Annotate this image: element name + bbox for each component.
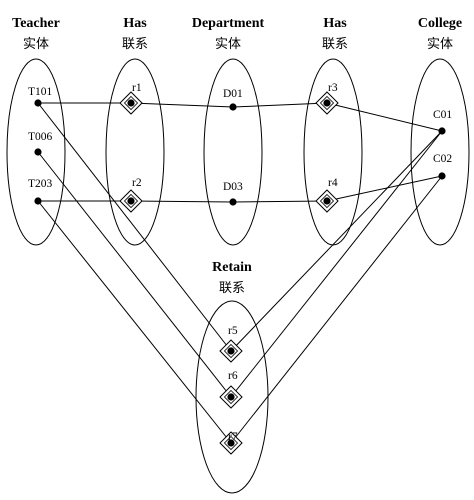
- edges: [37, 102, 443, 444]
- node-r7: r7: [219, 431, 243, 455]
- node-label: D03: [223, 181, 243, 193]
- header-retain: Retain 联系: [212, 260, 252, 296]
- node-label: r6: [228, 370, 238, 382]
- header-title: Has: [323, 16, 347, 31]
- edge-r5-c01: [230, 130, 443, 352]
- node-r1: r1: [119, 82, 143, 115]
- header-title: Teacher: [12, 16, 60, 31]
- header-title: Has: [123, 16, 147, 31]
- header-title: College: [418, 16, 462, 31]
- header-department: Department 实体: [192, 16, 265, 52]
- node-label: r5: [228, 325, 238, 337]
- node-dot: [229, 198, 237, 206]
- node-label: C01: [433, 109, 452, 121]
- node-dot: [227, 347, 235, 355]
- node-t006: T006: [28, 131, 53, 156]
- diamond-inner-marker: [123, 193, 139, 209]
- header-subtitle: 联系: [122, 37, 148, 52]
- header-title: Department: [192, 16, 265, 31]
- diamond-inner-marker: [223, 435, 239, 451]
- node-label: r4: [328, 177, 338, 189]
- has-1-set-ellipse: [105, 58, 165, 246]
- header-subtitle: 联系: [219, 281, 245, 296]
- header-has-1: Has 联系: [122, 16, 148, 52]
- header-teacher: Teacher 实体: [12, 16, 60, 52]
- header-subtitle: 实体: [427, 37, 453, 52]
- header-subtitle: 实体: [23, 37, 49, 52]
- node-t101: T101: [28, 86, 53, 107]
- node-label: r7: [228, 431, 238, 443]
- edge-t006-r6: [37, 151, 232, 398]
- edge-r7-c02: [230, 175, 443, 444]
- node-label: r3: [328, 82, 338, 94]
- edge-r6-c01: [230, 130, 443, 398]
- node-dot: [229, 103, 237, 111]
- node-label: T203: [28, 178, 53, 190]
- node-dot: [323, 99, 331, 107]
- node-label: r1: [132, 82, 142, 94]
- node-r3: r3: [315, 82, 339, 115]
- node-r6: r6: [219, 370, 243, 409]
- diamond-inner-marker: [123, 95, 139, 111]
- node-dot: [34, 99, 42, 107]
- diamond-inner-marker: [223, 389, 239, 405]
- node-label: D01: [223, 88, 243, 100]
- node-dot: [438, 172, 446, 180]
- edge-t203-r7: [37, 200, 232, 444]
- teacher-set-ellipse: [6, 58, 66, 246]
- node-dot: [34, 148, 42, 156]
- retain-set-ellipse: [195, 300, 269, 494]
- node-r2: r2: [119, 177, 143, 213]
- diamond-inner-marker: [223, 343, 239, 359]
- diamond-inner-marker: [319, 193, 335, 209]
- node-dot: [127, 99, 135, 107]
- node-dot: [34, 197, 42, 205]
- node-r4: r4: [315, 177, 339, 213]
- header-subtitle: 实体: [215, 37, 241, 52]
- node-dot: [438, 127, 446, 135]
- edge-r2-d03: [130, 200, 234, 203]
- node-t203: T203: [28, 178, 53, 205]
- node-r5: r5: [219, 325, 243, 363]
- node-label: T006: [28, 131, 53, 143]
- node-dot: [227, 393, 235, 401]
- diamond-inner-marker: [319, 95, 335, 111]
- node-d03: D03: [223, 181, 243, 206]
- department-set-ellipse: [203, 58, 263, 246]
- header-college: College 实体: [418, 16, 462, 52]
- node-dot: [227, 439, 235, 447]
- node-dot: [127, 197, 135, 205]
- college-set-ellipse: [410, 58, 470, 246]
- node-d01: D01: [223, 88, 243, 111]
- node-label: r2: [132, 177, 142, 189]
- edge-t101-r5: [37, 102, 232, 352]
- node-c01: C01: [433, 109, 452, 135]
- node-label: T101: [28, 86, 53, 98]
- node-dot: [323, 197, 331, 205]
- edge-r3-c01: [326, 102, 443, 132]
- edge-r4-c02: [326, 175, 443, 202]
- header-has-2: Has 联系: [322, 16, 348, 52]
- header-subtitle: 联系: [322, 37, 348, 52]
- header-title: Retain: [212, 260, 252, 275]
- edge-d03-r4: [232, 200, 328, 203]
- node-c02: C02: [433, 153, 452, 180]
- edge-d01-r3: [232, 102, 328, 108]
- edge-r1-d01: [130, 102, 234, 108]
- node-label: C02: [433, 153, 452, 165]
